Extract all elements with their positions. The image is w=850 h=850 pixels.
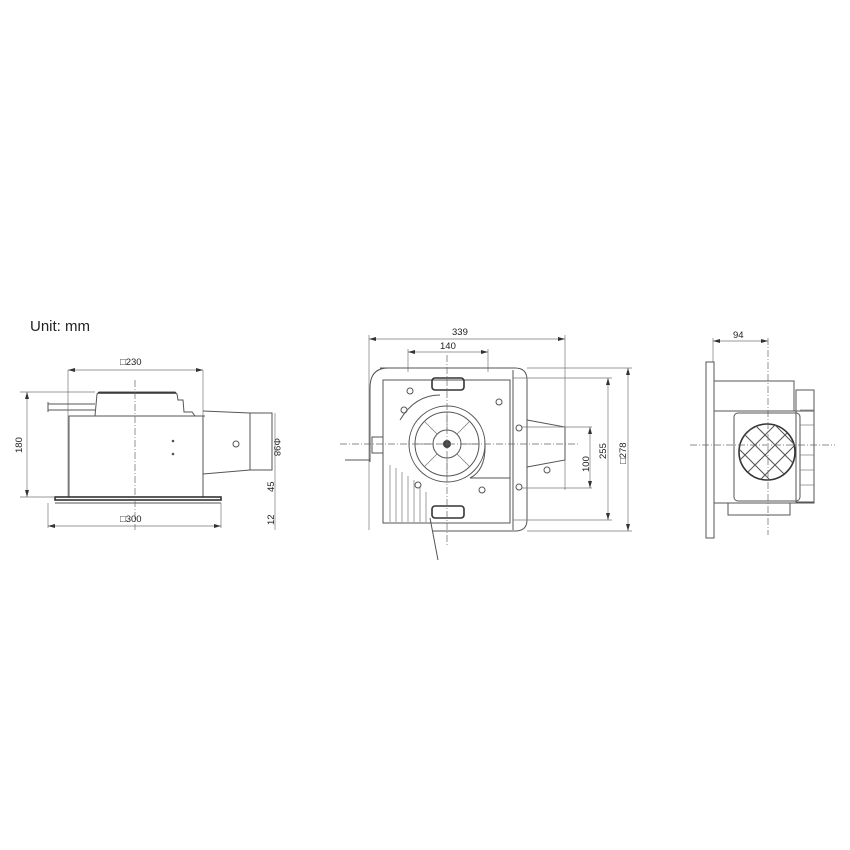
dim-duct-offset: 45 [266, 481, 277, 492]
dim-outer-square: □278 [618, 442, 629, 464]
side-view: □230 Φ98 180 45 12 [14, 357, 282, 530]
dim-duct-diameter: Φ98 [271, 438, 282, 456]
dim-height: 180 [14, 437, 25, 453]
dim-mount-spacing: 100 [581, 456, 592, 472]
dim-handle-spacing: 140 [440, 341, 456, 352]
bottom-view: 339 140 [340, 327, 632, 561]
dim-depth: 94 [733, 330, 744, 341]
dim-flange-thickness: 12 [266, 514, 277, 525]
end-view: 94 [690, 330, 835, 539]
unit-label: Unit: mm [30, 318, 90, 335]
dim-inner-height: 255 [598, 443, 609, 459]
dim-overall-width: 339 [452, 327, 468, 338]
dim-bottom-width: □300 [120, 514, 142, 525]
dim-top-width: □230 [120, 357, 142, 368]
